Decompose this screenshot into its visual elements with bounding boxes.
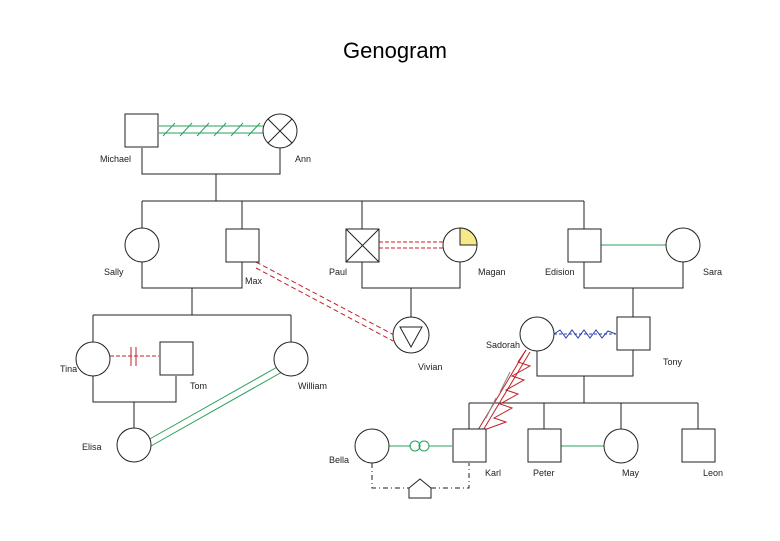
paul-magan-relation bbox=[379, 241, 443, 249]
max-vivian-relation bbox=[255, 261, 397, 342]
family-lines bbox=[92, 148, 699, 429]
person-elisa[interactable] bbox=[116, 427, 152, 463]
person-max[interactable] bbox=[225, 228, 260, 263]
person-edision[interactable] bbox=[567, 228, 602, 263]
person-sara[interactable] bbox=[665, 227, 701, 263]
person-vivian[interactable] bbox=[392, 316, 430, 354]
michael-ann-relation bbox=[159, 122, 263, 137]
person-sadorah[interactable] bbox=[519, 316, 555, 352]
label-bella: Bella bbox=[329, 455, 349, 465]
william-elisa-relation bbox=[147, 365, 283, 447]
label-karl: Karl bbox=[485, 468, 501, 478]
label-ann: Ann bbox=[295, 154, 311, 164]
label-paul: Paul bbox=[329, 267, 347, 277]
label-vivian: Vivian bbox=[418, 362, 442, 372]
person-karl[interactable] bbox=[452, 428, 487, 463]
label-max: Max bbox=[245, 276, 263, 286]
household-line bbox=[371, 463, 470, 499]
label-william: William bbox=[298, 381, 327, 391]
label-sally: Sally bbox=[104, 267, 124, 277]
sadorah-karl-relation bbox=[477, 349, 532, 433]
person-tina[interactable] bbox=[75, 341, 111, 377]
sadorah-tony-relation bbox=[553, 329, 617, 339]
label-sara: Sara bbox=[703, 267, 722, 277]
label-magan: Magan bbox=[478, 267, 506, 277]
person-leon[interactable] bbox=[681, 428, 716, 463]
label-peter: Peter bbox=[533, 468, 555, 478]
person-paul[interactable] bbox=[345, 228, 380, 263]
house-icon bbox=[408, 478, 432, 499]
person-magan[interactable] bbox=[442, 227, 478, 263]
person-labels: Michael Ann Sally Max Paul Magan Edision… bbox=[60, 154, 723, 478]
label-elisa: Elisa bbox=[82, 442, 102, 452]
person-bella[interactable] bbox=[354, 428, 390, 464]
person-may[interactable] bbox=[603, 428, 639, 464]
label-may: May bbox=[622, 468, 640, 478]
label-sadorah: Sadorah bbox=[486, 340, 520, 350]
person-ann[interactable] bbox=[262, 113, 298, 149]
person-tony[interactable] bbox=[616, 316, 651, 351]
person-sally[interactable] bbox=[124, 227, 160, 263]
bella-karl-relation bbox=[389, 440, 452, 452]
label-tina: Tina bbox=[60, 364, 77, 374]
label-edision: Edision bbox=[545, 267, 575, 277]
label-tom: Tom bbox=[190, 381, 207, 391]
tina-tom-relation bbox=[110, 347, 159, 366]
person-william[interactable] bbox=[273, 341, 309, 377]
label-tony: Tony bbox=[663, 357, 683, 367]
label-leon: Leon bbox=[703, 468, 723, 478]
diagram-title: Genogram bbox=[343, 38, 447, 63]
person-tom[interactable] bbox=[159, 341, 194, 376]
person-peter[interactable] bbox=[527, 428, 562, 463]
label-michael: Michael bbox=[100, 154, 131, 164]
person-michael[interactable] bbox=[124, 113, 159, 148]
